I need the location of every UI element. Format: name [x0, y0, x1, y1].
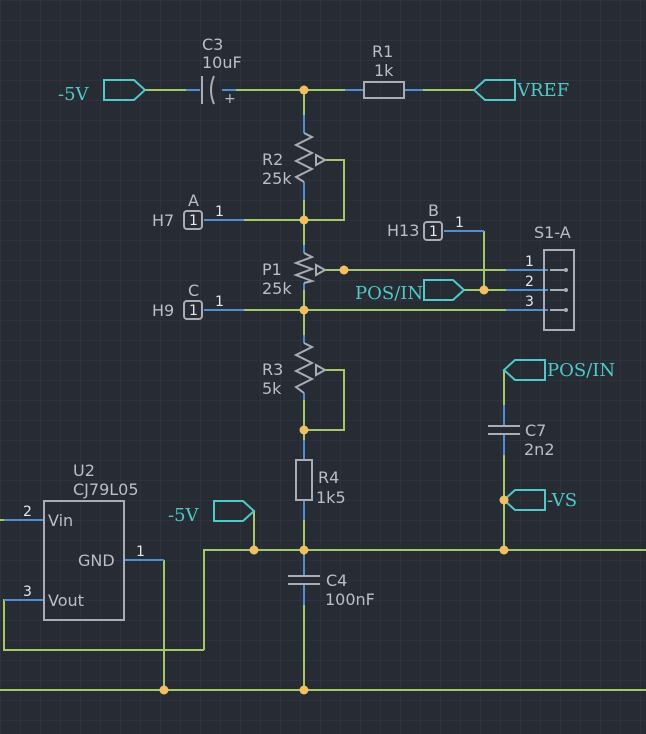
- p1-ref: P1: [262, 260, 282, 279]
- r1-value: 1k: [374, 61, 394, 80]
- net-label-minus5v-mid: -5V: [168, 505, 200, 526]
- c7-value: 2n2: [524, 440, 555, 459]
- c3-ref: C3: [202, 35, 223, 54]
- c4-ref: C4: [326, 571, 347, 590]
- s1-pin-3: 3: [525, 294, 534, 310]
- junction-dot: [299, 215, 309, 225]
- h13-box-pin: 1: [429, 224, 438, 240]
- c4-value: 100nF: [325, 590, 375, 609]
- net-label-vref: VREF: [516, 80, 569, 101]
- net-flag-minus5v-top[interactable]: -5V: [58, 79, 147, 105]
- r4-value: 1k5: [316, 488, 346, 507]
- switch-s1a[interactable]: S1-A 1 2 3: [525, 223, 575, 331]
- junction-dot: [249, 545, 259, 555]
- h13-pin-number: 1: [455, 215, 464, 231]
- h13-label: B: [428, 201, 439, 220]
- h7-label: A: [188, 191, 199, 210]
- trimmer-r3[interactable]: R3 5k: [262, 342, 328, 398]
- net-label-minus-vs: -VS: [547, 490, 577, 511]
- wire-gnd-rail[interactable]: [203, 549, 646, 650]
- regulator-u2[interactable]: U2 CJ79L05 Vin GND Vout 2 1 3: [23, 461, 145, 621]
- capacitor-c4[interactable]: C4 100nF: [288, 571, 375, 609]
- s1-ref: S1-A: [534, 223, 571, 242]
- r2-ref: R2: [262, 150, 283, 169]
- junction-dot: [339, 265, 349, 275]
- junction-dot: [299, 305, 309, 315]
- junction-dot: [479, 285, 489, 295]
- resistor-r1[interactable]: R1 1k: [363, 42, 405, 99]
- u2-pin3-number: 3: [23, 584, 32, 600]
- u2-pin-vout: Vout: [48, 591, 84, 610]
- u2-pin-gnd: GND: [78, 551, 115, 570]
- net-flag-pos-in-2[interactable]: POS/IN: [502, 359, 615, 381]
- r2-value: 25k: [262, 169, 292, 188]
- junction-dot: [299, 545, 309, 555]
- net-label-pos-in-2: POS/IN: [547, 360, 615, 381]
- trimmer-r2[interactable]: R2 25k: [262, 132, 328, 188]
- r1-ref: R1: [372, 42, 393, 61]
- h9-label: C: [188, 281, 199, 300]
- junction-dot: [299, 425, 309, 435]
- net-flag-vref[interactable]: VREF: [472, 79, 569, 101]
- h9-box-pin: 1: [189, 303, 198, 319]
- capacitor-c3[interactable]: + C3 10uF: [201, 35, 242, 107]
- u2-value: CJ79L05: [73, 480, 139, 499]
- s1-pin-1: 1: [525, 254, 534, 270]
- h7-pin-number: 1: [215, 204, 224, 220]
- header-h13[interactable]: 1 H13 B 1: [387, 201, 464, 241]
- r3-ref: R3: [262, 360, 283, 379]
- net-label-pos-in-1: POS/IN: [355, 283, 423, 304]
- p1-value: 25k: [262, 279, 292, 298]
- junction-dot: [299, 85, 309, 95]
- s1-pin-2: 2: [525, 274, 534, 290]
- r4-ref: R4: [318, 468, 339, 487]
- u2-pin2-number: 2: [23, 504, 32, 520]
- h9-ref: H9: [152, 301, 174, 320]
- h7-box-pin: 1: [189, 213, 198, 229]
- u2-pin-vin: Vin: [48, 511, 73, 530]
- wire-r3-wiper[interactable]: [304, 369, 345, 431]
- c3-value: 10uF: [202, 53, 242, 72]
- junction-dot: [499, 495, 509, 505]
- u2-pin1-number: 1: [136, 544, 145, 560]
- c3-polarity: +: [224, 91, 236, 107]
- c7-ref: C7: [525, 421, 546, 440]
- h13-ref: H13: [387, 221, 419, 240]
- net-flag-minus-vs[interactable]: -VS: [502, 489, 577, 511]
- wire-r2-wiper[interactable]: [304, 159, 345, 221]
- header-h9[interactable]: 1 H9 C 1: [152, 281, 224, 320]
- potentiometer-p1[interactable]: P1 25k: [262, 252, 328, 298]
- junction-dot: [299, 685, 309, 695]
- junctions: [159, 85, 509, 695]
- net-flag-pos-in-1[interactable]: POS/IN: [355, 279, 466, 304]
- u2-ref: U2: [73, 461, 95, 480]
- header-h7[interactable]: 1 H7 A 1: [152, 191, 224, 230]
- h9-pin-number: 1: [215, 294, 224, 310]
- pin-lines: [4, 89, 548, 605]
- net-flag-minus5v-mid[interactable]: -5V: [168, 500, 256, 526]
- junction-dot: [499, 545, 509, 555]
- resistor-r4[interactable]: R4 1k5: [295, 459, 346, 507]
- junction-dot: [159, 685, 169, 695]
- capacitor-c7[interactable]: C7 2n2: [488, 421, 555, 459]
- r3-value: 5k: [262, 379, 282, 398]
- net-label-minus5v-top: -5V: [58, 84, 90, 105]
- h7-ref: H7: [152, 211, 174, 230]
